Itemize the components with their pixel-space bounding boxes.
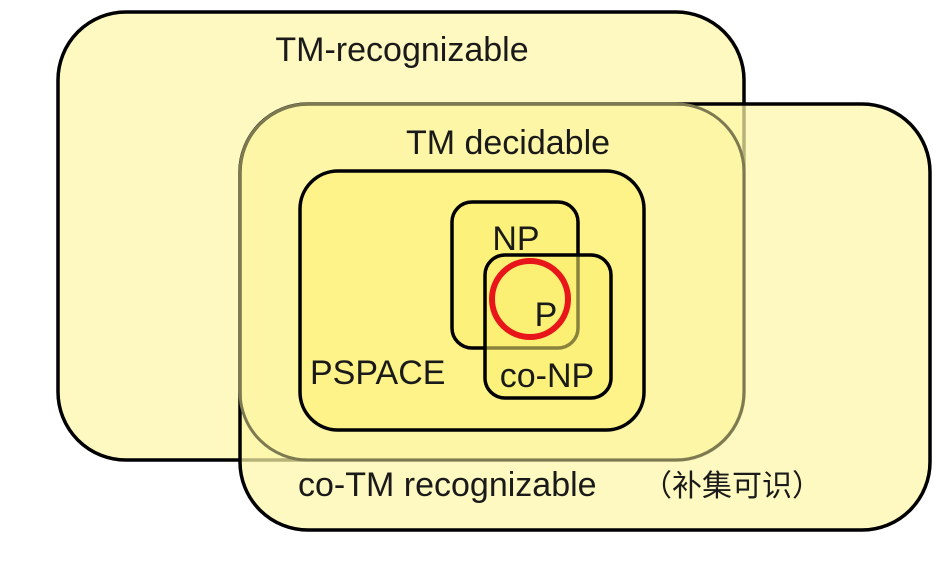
co-tm-recognizable-note: （补集可识） [642, 469, 822, 504]
pspace-label: PSPACE [310, 354, 445, 392]
p-label: P [535, 296, 558, 334]
co-tm-recognizable-label: co-TM recognizable [298, 466, 597, 504]
tm-decidable-label: TM decidable [406, 124, 610, 162]
co-np-label: co-NP [500, 357, 594, 395]
p-circle [489, 258, 571, 340]
np-label: NP [492, 220, 539, 258]
co-np-region [483, 253, 613, 400]
tm-recognizable-label: TM-recognizable [275, 31, 528, 69]
